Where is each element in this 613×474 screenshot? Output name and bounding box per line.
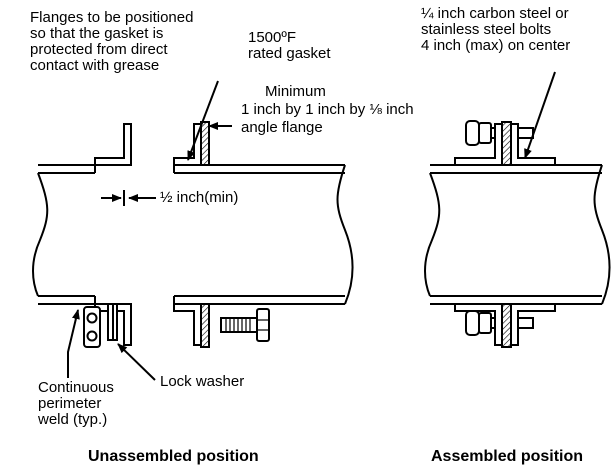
flange-position-note: Flanges to be positioned so that the gas…: [30, 10, 193, 74]
nut-icon: [83, 306, 101, 348]
gasket-rating-label: 1500ºF rated gasket: [248, 30, 331, 62]
middle-duct-section: [173, 164, 354, 305]
lock-washer-label: Lock washer: [160, 373, 245, 390]
left-top-angle-flange: [94, 123, 132, 166]
flange-note-line-1: Flanges to be positioned: [30, 9, 194, 26]
gasket-rating-line-1: 1500ºF: [248, 29, 297, 46]
bottom-gasket: [200, 303, 210, 348]
gasket-rating-line-2: rated gasket: [248, 45, 331, 62]
gap-dimension: [101, 190, 156, 206]
assembled-duct: [424, 164, 611, 305]
gap-dimension-label: ½ inch(min): [160, 189, 239, 206]
bolt-spec-label: ¼ inch carbon steel or stainless steel b…: [421, 6, 570, 54]
assembled-top-joint: [454, 120, 556, 166]
leader-lines: [67, 71, 556, 381]
flange-note-line-3: protected from direct: [30, 41, 168, 58]
unassembled-caption: Unassembled position: [88, 448, 259, 465]
weld-line-3: weld (typ.): [38, 411, 108, 428]
bolt-spec-line-3: 4 inch (max) on center: [421, 37, 571, 54]
weld-line-1: Continuous: [38, 379, 114, 396]
angle-size-label: 1 inch by 1 inch by ⅛ inch: [241, 101, 414, 118]
angle-flange-label: angle flange: [241, 119, 323, 136]
bolt-icon: [220, 308, 270, 342]
weld-line-2: perimeter: [38, 395, 102, 412]
lock-washer-icon: [107, 303, 118, 341]
assembled-caption: Assembled position: [431, 448, 584, 465]
bolt-spec-line-1: ¼ inch carbon steel or: [421, 5, 569, 22]
weld-label: Continuous perimeter weld (typ.): [38, 380, 114, 428]
flange-note-line-2: so that the gasket is: [30, 25, 164, 42]
bolt-spec-line-2: stainless steel bolts: [421, 21, 552, 38]
top-gasket: [200, 121, 210, 166]
assembled-bottom-joint: [454, 303, 556, 348]
middle-bottom-angle-flange: [173, 303, 202, 346]
flange-note-line-4: contact with grease: [30, 57, 160, 74]
minimum-label: Minimum: [265, 83, 326, 100]
left-duct-section: [32, 164, 96, 305]
